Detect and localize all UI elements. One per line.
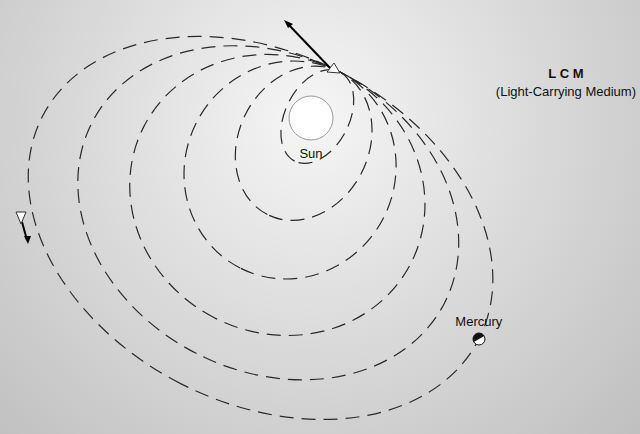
orbit-ellipse <box>0 0 558 434</box>
orbit-ellipse <box>20 0 516 434</box>
sun-label: Sun <box>299 146 322 161</box>
orbit-ellipse <box>209 42 397 244</box>
planet-body: Mercury <box>453 314 504 347</box>
velocity-arrow-left <box>16 212 31 244</box>
planet-disc <box>471 331 487 347</box>
planet-label: Mercury <box>455 314 502 329</box>
orbit-ellipses <box>0 0 558 434</box>
orbit-ellipse <box>81 4 474 386</box>
medium-name: (Light-Carrying Medium) <box>496 84 636 99</box>
medium-abbrev: L C M <box>548 66 583 81</box>
sun-body: Sun <box>285 94 337 161</box>
orbit-ellipse <box>147 24 434 315</box>
sun-disc <box>287 94 335 142</box>
velocity-arrow-top <box>284 20 340 73</box>
